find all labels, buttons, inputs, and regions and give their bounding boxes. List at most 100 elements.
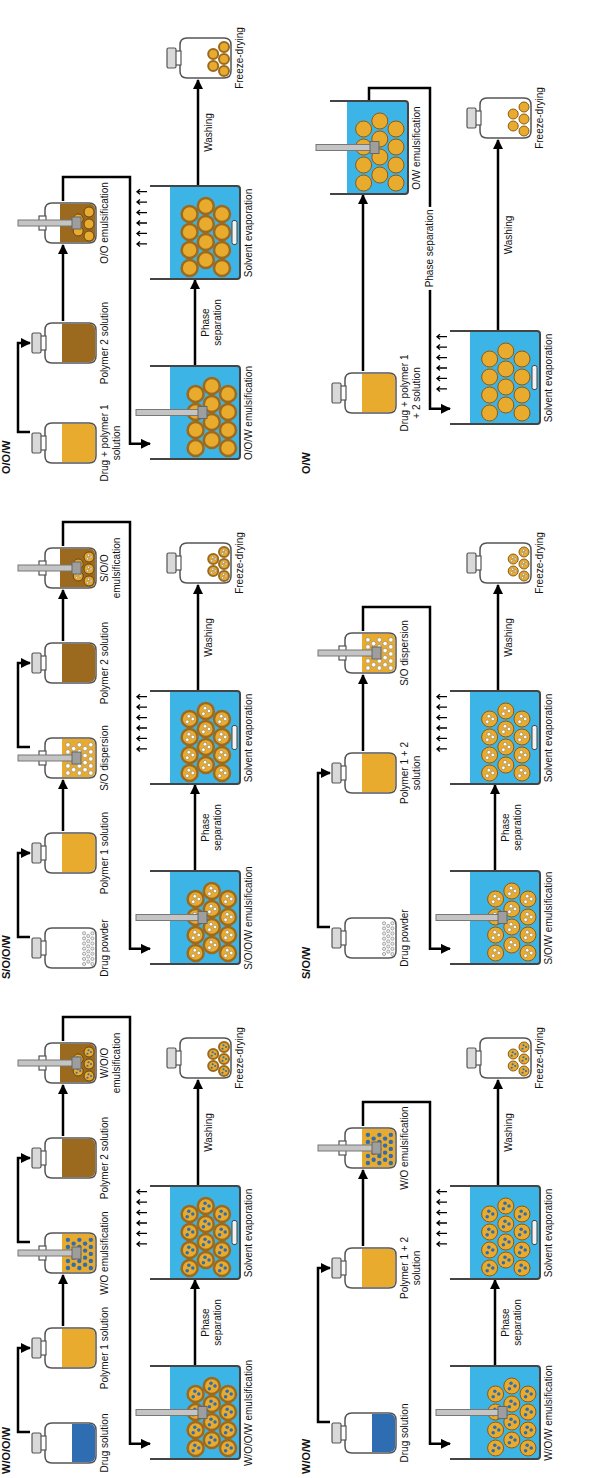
beaker-shape [150, 366, 240, 461]
inner-droplet [503, 1220, 507, 1224]
process-arrow [362, 675, 365, 751]
inner-droplet [209, 887, 213, 891]
particle [514, 1261, 530, 1277]
particle [214, 766, 230, 782]
evaporation-arrow [137, 1200, 147, 1205]
dispersed-droplet [389, 1140, 393, 1144]
inner-droplet [497, 934, 501, 938]
inner-droplet [209, 1418, 213, 1422]
inner-droplet [518, 757, 522, 761]
inner-droplet [213, 1403, 217, 1407]
inner-droplet [502, 1262, 506, 1266]
inner-droplet [218, 775, 222, 779]
particle [84, 1059, 94, 1069]
node-caption: S/O/W emulsification [543, 858, 555, 978]
inner-droplet [222, 1068, 224, 1070]
process-arrow [194, 1280, 197, 1365]
dispersed-droplet [89, 764, 93, 768]
inner-droplet [86, 582, 88, 584]
water [170, 188, 239, 279]
particle [488, 928, 504, 944]
particle [198, 217, 214, 233]
inner-droplet [191, 736, 195, 740]
particle [204, 1433, 220, 1449]
panel-label: W/O/W [300, 1439, 312, 1474]
process-arrow [62, 780, 65, 831]
node-caption: Polymer 2 solution [99, 301, 111, 385]
inner-droplet [90, 580, 92, 582]
inner-droplet [521, 577, 523, 579]
inner-droplet [518, 1234, 522, 1238]
inner-droplet [193, 895, 197, 899]
evaporation-arrow [137, 1221, 147, 1226]
vial-contents [508, 102, 529, 136]
beaker-node: Solvent evaporation [150, 186, 240, 281]
inner-droplet [202, 713, 206, 717]
vial-node: W/O emulsification [330, 1126, 396, 1170]
node-caption: Solvent evaporation [543, 678, 555, 798]
inner-droplet [523, 718, 527, 722]
node-caption: S/O/O/W emulsification [243, 858, 255, 978]
dispersed-droplet [87, 950, 90, 953]
homogeniser-probe [18, 1060, 80, 1066]
vial-contents [362, 1249, 395, 1287]
inner-droplet [522, 1068, 524, 1070]
beaker-shape [450, 871, 540, 966]
dispersed-droplet [391, 922, 394, 925]
inner-droplet [187, 769, 191, 773]
inner-droplet [87, 1061, 89, 1063]
homogeniser-head [72, 562, 81, 574]
particle [84, 207, 94, 217]
inner-droplet [519, 733, 523, 737]
node-caption: Freeze-drying [234, 1016, 246, 1100]
node-caption: Solvent evaporation [243, 678, 255, 798]
vial-node: Drug + polymer 1 + 2 solution [330, 371, 396, 415]
inner-droplet [187, 715, 191, 719]
inner-droplet [225, 563, 227, 565]
dispersed-droplet [371, 663, 375, 667]
dispersed-droplet [83, 1241, 87, 1245]
vial-node: Freeze-drying [165, 541, 231, 585]
particle [519, 1066, 529, 1076]
beaker-shape [450, 331, 540, 426]
dispersed-droplet [82, 937, 85, 940]
vial-shape [330, 631, 396, 675]
evaporation-arrow [437, 1242, 447, 1247]
homogeniser-probe [136, 1410, 206, 1416]
dispersed-droplet [89, 743, 93, 747]
process-arrow [197, 585, 200, 690]
dispersed-droplet [389, 645, 393, 649]
vial-shape [330, 1411, 396, 1455]
particle [214, 225, 230, 241]
dispersed-droplet [83, 1263, 87, 1267]
vial-contents [508, 547, 529, 581]
beaker-node: Solvent evaporation [150, 1186, 240, 1281]
beaker-node: W/O/W emulsification [450, 1366, 540, 1461]
dispersed-droplet [83, 753, 87, 757]
particle [519, 102, 529, 112]
beaker-node: Solvent evaporation [450, 691, 540, 786]
step-label: Washing [203, 1095, 215, 1171]
particle [214, 1261, 230, 1277]
particle [514, 388, 530, 404]
step-label: Phase separation [200, 790, 224, 866]
dispersed-droplet [391, 927, 394, 930]
dispersed-droplet [83, 760, 87, 764]
inner-droplet [90, 1075, 92, 1077]
homogeniser-probe [18, 565, 80, 571]
panel-label: S/O/O/W [0, 935, 12, 979]
step-label: Phase separation [500, 790, 524, 866]
particle [482, 370, 498, 386]
inner-droplet [229, 1447, 233, 1451]
inner-droplet [518, 1270, 522, 1274]
vial-contents [62, 834, 95, 872]
particle [482, 406, 498, 422]
vial-shape [330, 751, 396, 795]
inner-droplet [191, 1213, 195, 1217]
dispersed-droplet [91, 952, 94, 955]
node-caption: Drug solution [399, 1391, 411, 1475]
inner-droplet [213, 890, 217, 894]
process-arrow [494, 785, 497, 870]
inner-droplet [507, 746, 511, 750]
particle [482, 352, 498, 368]
